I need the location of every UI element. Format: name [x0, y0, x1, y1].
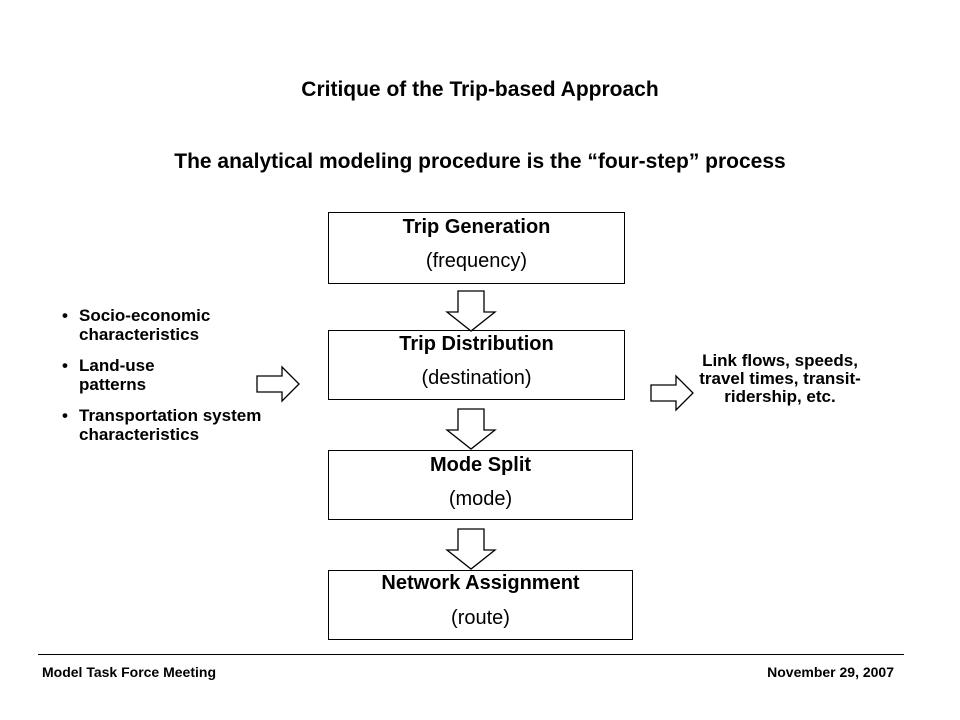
step-box-network-assignment: Network Assignment (route)	[328, 570, 633, 640]
output-description: Link flows, speeds, travel times, transi…	[699, 351, 861, 406]
input-factor-list: • Socio-economic characteristics • Land-…	[62, 306, 262, 456]
step-box-mode-split: Mode Split (mode)	[328, 450, 633, 520]
list-item-text: Land-use patterns	[79, 356, 155, 394]
step-box-trip-distribution: Trip Distribution (destination)	[328, 330, 625, 400]
list-item-text: Socio-economic characteristics	[79, 306, 211, 344]
step-detail: (mode)	[448, 488, 513, 510]
down-arrow-icon	[445, 528, 497, 570]
bullet-glyph: •	[62, 356, 68, 375]
step-name: Network Assignment	[381, 572, 580, 594]
list-item-text: Transportation system characteristics	[79, 406, 262, 444]
step-detail: (frequency)	[425, 250, 528, 272]
bullet-glyph: •	[62, 406, 68, 425]
footer-divider	[38, 654, 904, 655]
step-name: Trip Generation	[402, 216, 551, 238]
slide-subtitle: The analytical modeling procedure is the…	[174, 150, 786, 173]
down-arrow-icon	[445, 290, 497, 332]
list-item: • Transportation system characteristics	[62, 406, 262, 444]
down-arrow-icon	[445, 408, 497, 450]
step-box-trip-generation: Trip Generation (frequency)	[328, 212, 625, 284]
step-name: Mode Split	[429, 454, 532, 476]
step-name: Trip Distribution	[399, 333, 554, 355]
right-arrow-icon	[650, 374, 694, 412]
slide-title: Critique of the Trip-based Approach	[301, 78, 659, 101]
step-detail: (route)	[451, 607, 510, 629]
bullet-glyph: •	[62, 306, 68, 325]
right-arrow-icon	[256, 365, 300, 403]
footer-date: November 29, 2007	[767, 664, 894, 680]
footer-meeting-name: Model Task Force Meeting	[42, 664, 216, 680]
step-detail: (destination)	[421, 367, 532, 389]
list-item: • Land-use patterns	[62, 356, 179, 394]
list-item: • Socio-economic characteristics	[62, 306, 262, 344]
